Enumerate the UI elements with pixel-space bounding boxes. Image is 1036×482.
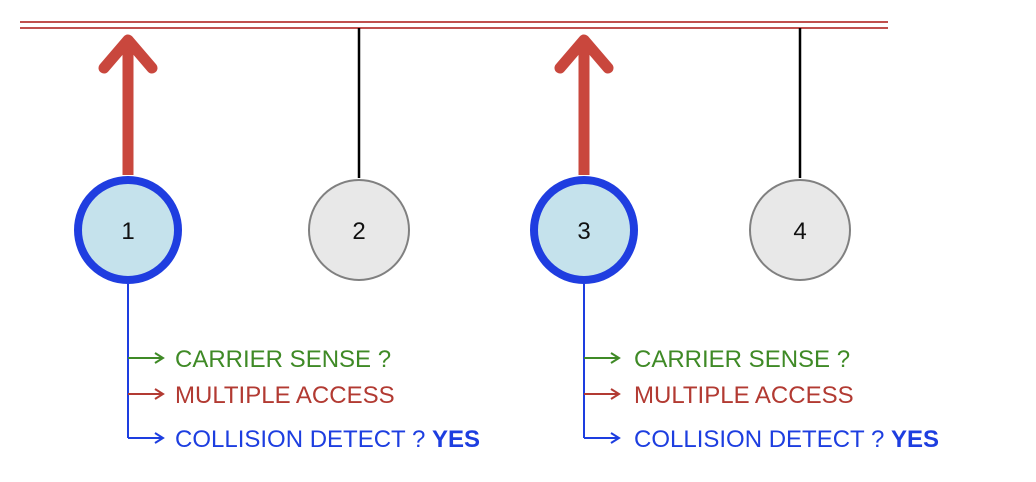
multiple-access-label: MULTIPLE ACCESS	[634, 382, 854, 409]
transmit-arrow-node-1	[98, 34, 158, 175]
collision-detect-answer: YES	[891, 426, 939, 453]
node-circle	[308, 179, 410, 281]
transmit-arrow-node-3	[554, 34, 614, 175]
collision-detect-question: COLLISION DETECT ?	[634, 426, 884, 453]
multiple-access-arrow	[584, 388, 621, 400]
carrier-sense-arrow	[584, 352, 621, 364]
collision-detect-arrow	[584, 432, 621, 444]
carrier-sense-label: CARRIER SENSE ?	[634, 346, 850, 373]
node-1: 1	[74, 176, 182, 284]
node-label: 3	[577, 218, 590, 245]
multiple-access-arrow	[128, 388, 165, 400]
node-circle	[530, 176, 638, 284]
collision-detect-answer: YES	[432, 426, 480, 453]
collision-detect-label: COLLISION DETECT ? YES	[634, 426, 939, 453]
collision-detect-arrow	[128, 432, 165, 444]
collision-detect-label: COLLISION DETECT ? YES	[175, 426, 480, 453]
multiple-access-label: MULTIPLE ACCESS	[175, 382, 395, 409]
node-3: 3	[530, 176, 638, 284]
node-2: 2	[308, 179, 410, 281]
node-label: 2	[352, 218, 365, 245]
annotation-node-3: CARRIER SENSE ? MULTIPLE ACCESS COLLISIO…	[584, 346, 939, 453]
annotation-node-1: CARRIER SENSE ? MULTIPLE ACCESS COLLISIO…	[128, 346, 480, 453]
node-circle	[74, 176, 182, 284]
shared-bus	[20, 21, 888, 29]
node-4: 4	[749, 179, 851, 281]
carrier-sense-label: CARRIER SENSE ?	[175, 346, 391, 373]
carrier-sense-arrow	[128, 352, 165, 364]
collision-detect-question: COLLISION DETECT ?	[175, 426, 425, 453]
node-label: 4	[793, 218, 806, 245]
node-label: 1	[121, 218, 134, 245]
node-circle	[749, 179, 851, 281]
